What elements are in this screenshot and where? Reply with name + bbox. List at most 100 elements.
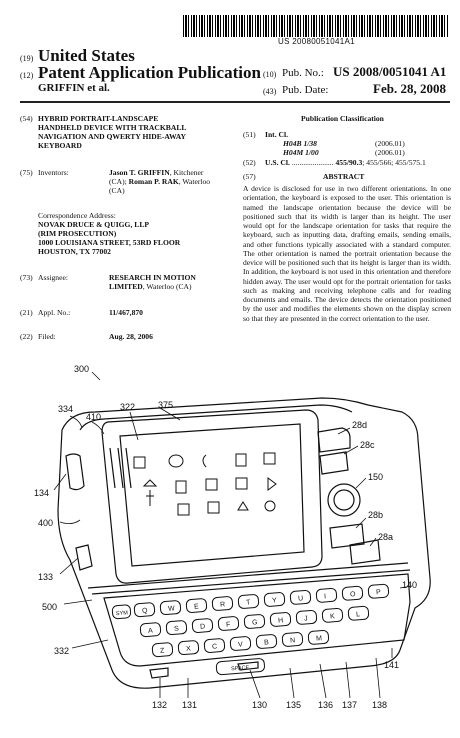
label-28b: 28b (368, 510, 383, 520)
trackball (327, 483, 361, 517)
foot-132 (149, 667, 169, 679)
int-cl-1-date: (2006.01) (375, 139, 405, 148)
label-140: 140 (402, 580, 417, 590)
us-cl-dots: ...................... (291, 158, 334, 167)
key-sym: SYM (111, 604, 132, 620)
task-icon (205, 478, 218, 491)
key-k-label: K (330, 613, 336, 620)
code-57: (57) (243, 172, 256, 181)
key-r-label: R (220, 601, 226, 608)
inventor-2: (CA); Roman P. RAK, Waterloo (109, 177, 210, 186)
assignee-limited: LIMITED (109, 282, 143, 291)
key-z: Z (151, 642, 174, 658)
key-q: Q (133, 602, 156, 618)
label-137: 137 (342, 700, 357, 710)
us-cl-rest: ; 455/566; 455/575.1 (362, 158, 426, 167)
trackball-inner (333, 489, 355, 511)
label-135: 135 (286, 700, 301, 710)
assignee-label: Assignee: (38, 273, 68, 282)
key-e: E (185, 598, 208, 613)
title-line-4: KEYBOARD (38, 141, 82, 150)
book-icon (235, 453, 247, 467)
label-375: 375 (158, 400, 173, 410)
code-43: (43) (263, 87, 277, 96)
key-c-label: C (212, 643, 218, 650)
key-h: H (269, 612, 292, 627)
key-a: A (139, 622, 162, 638)
key-k: K (321, 607, 344, 623)
int-cl-1: H04B 1/38 (283, 139, 317, 148)
int-cl-2-date: (2006.01) (375, 148, 405, 157)
label-332: 332 (54, 646, 69, 656)
slider-edge (79, 404, 353, 431)
us-cl: U.S. Cl. ...................... 455/90.3… (265, 158, 426, 167)
screen-bezel (101, 409, 323, 584)
tower-icon (142, 479, 158, 506)
key-z-label: Z (160, 648, 166, 655)
key-f: F (217, 616, 240, 631)
pub-date: Feb. 28, 2008 (373, 81, 446, 96)
key-space: SPACE (215, 658, 265, 676)
device-body (57, 397, 431, 689)
calendar-icon (263, 452, 276, 465)
photo-icon (207, 501, 220, 514)
chat-icon (168, 454, 184, 468)
pub-no-label: Pub. No.: (282, 67, 324, 79)
key-space-label: SPACE (231, 665, 250, 672)
appl-no: 11/467,870 (109, 308, 143, 317)
key-g: G (243, 614, 266, 629)
side-button-133 (75, 544, 93, 571)
key-u-label: U (298, 595, 304, 602)
code-19: (19) (20, 54, 34, 63)
label-141: 141 (384, 660, 399, 670)
code-51: (51) (243, 130, 256, 139)
key-t-label: T (246, 599, 252, 606)
key-y: Y (263, 592, 286, 607)
correspondence-line-3: 1000 LOUISIANA STREET, 53RD FLOOR (38, 238, 181, 247)
inventor-1-country: (CA); (109, 177, 129, 186)
label-136: 136 (318, 700, 333, 710)
key-b: B (255, 634, 278, 649)
keyboard-tray (103, 573, 411, 667)
title-line-2: HANDHELD DEVICE WITH TRACKBALL (38, 123, 187, 132)
barcode (183, 15, 449, 37)
label-131: 131 (182, 700, 197, 710)
key-n-label: N (290, 637, 296, 644)
key-o-label: O (350, 591, 357, 598)
pub-no: US 2008/0051041 A1 (333, 64, 447, 79)
side-button-134 (65, 453, 85, 491)
lock-icon (264, 500, 276, 512)
speaker-icon (267, 477, 277, 491)
screen-icons (133, 452, 277, 516)
leader-lines (53, 371, 413, 699)
key-r: R (211, 596, 234, 611)
label-28d: 28d (352, 420, 367, 430)
country: United States (38, 46, 135, 65)
inventor-1-name: Jason T. GRIFFIN (109, 168, 170, 177)
inventor-2-name: Roman P. RAK (128, 177, 179, 186)
mail-icon (133, 456, 146, 469)
inventor-1: Jason T. GRIFFIN, Kitchener (109, 168, 203, 177)
label-28c: 28c (360, 440, 375, 450)
label-334: 334 (58, 404, 73, 414)
speaker-grille (109, 447, 132, 489)
key-d-label: D (200, 623, 206, 630)
key-g-label: G (252, 619, 258, 626)
appl-no-label: Appl. No.: (38, 308, 71, 317)
label-130: 130 (252, 700, 267, 710)
code-54: (54) (20, 114, 33, 123)
code-73: (73) (20, 273, 33, 282)
inventor-2-country: (CA) (109, 186, 125, 195)
label-300: 300 (74, 364, 89, 374)
us-cl-main: 455/90.3 (335, 158, 363, 167)
label-400: 400 (38, 518, 53, 528)
slider-lower-edge (87, 562, 409, 589)
int-cl-2: H04M 1/00 (283, 148, 319, 157)
label-150: 150 (368, 472, 383, 482)
key-28a (349, 539, 381, 565)
int-cl-label: Int. Cl. (265, 130, 288, 139)
key-28d (317, 427, 351, 453)
barcode-number: US 20080051041A1 (278, 37, 355, 46)
key-o: O (341, 585, 364, 601)
display-screen (119, 423, 305, 567)
